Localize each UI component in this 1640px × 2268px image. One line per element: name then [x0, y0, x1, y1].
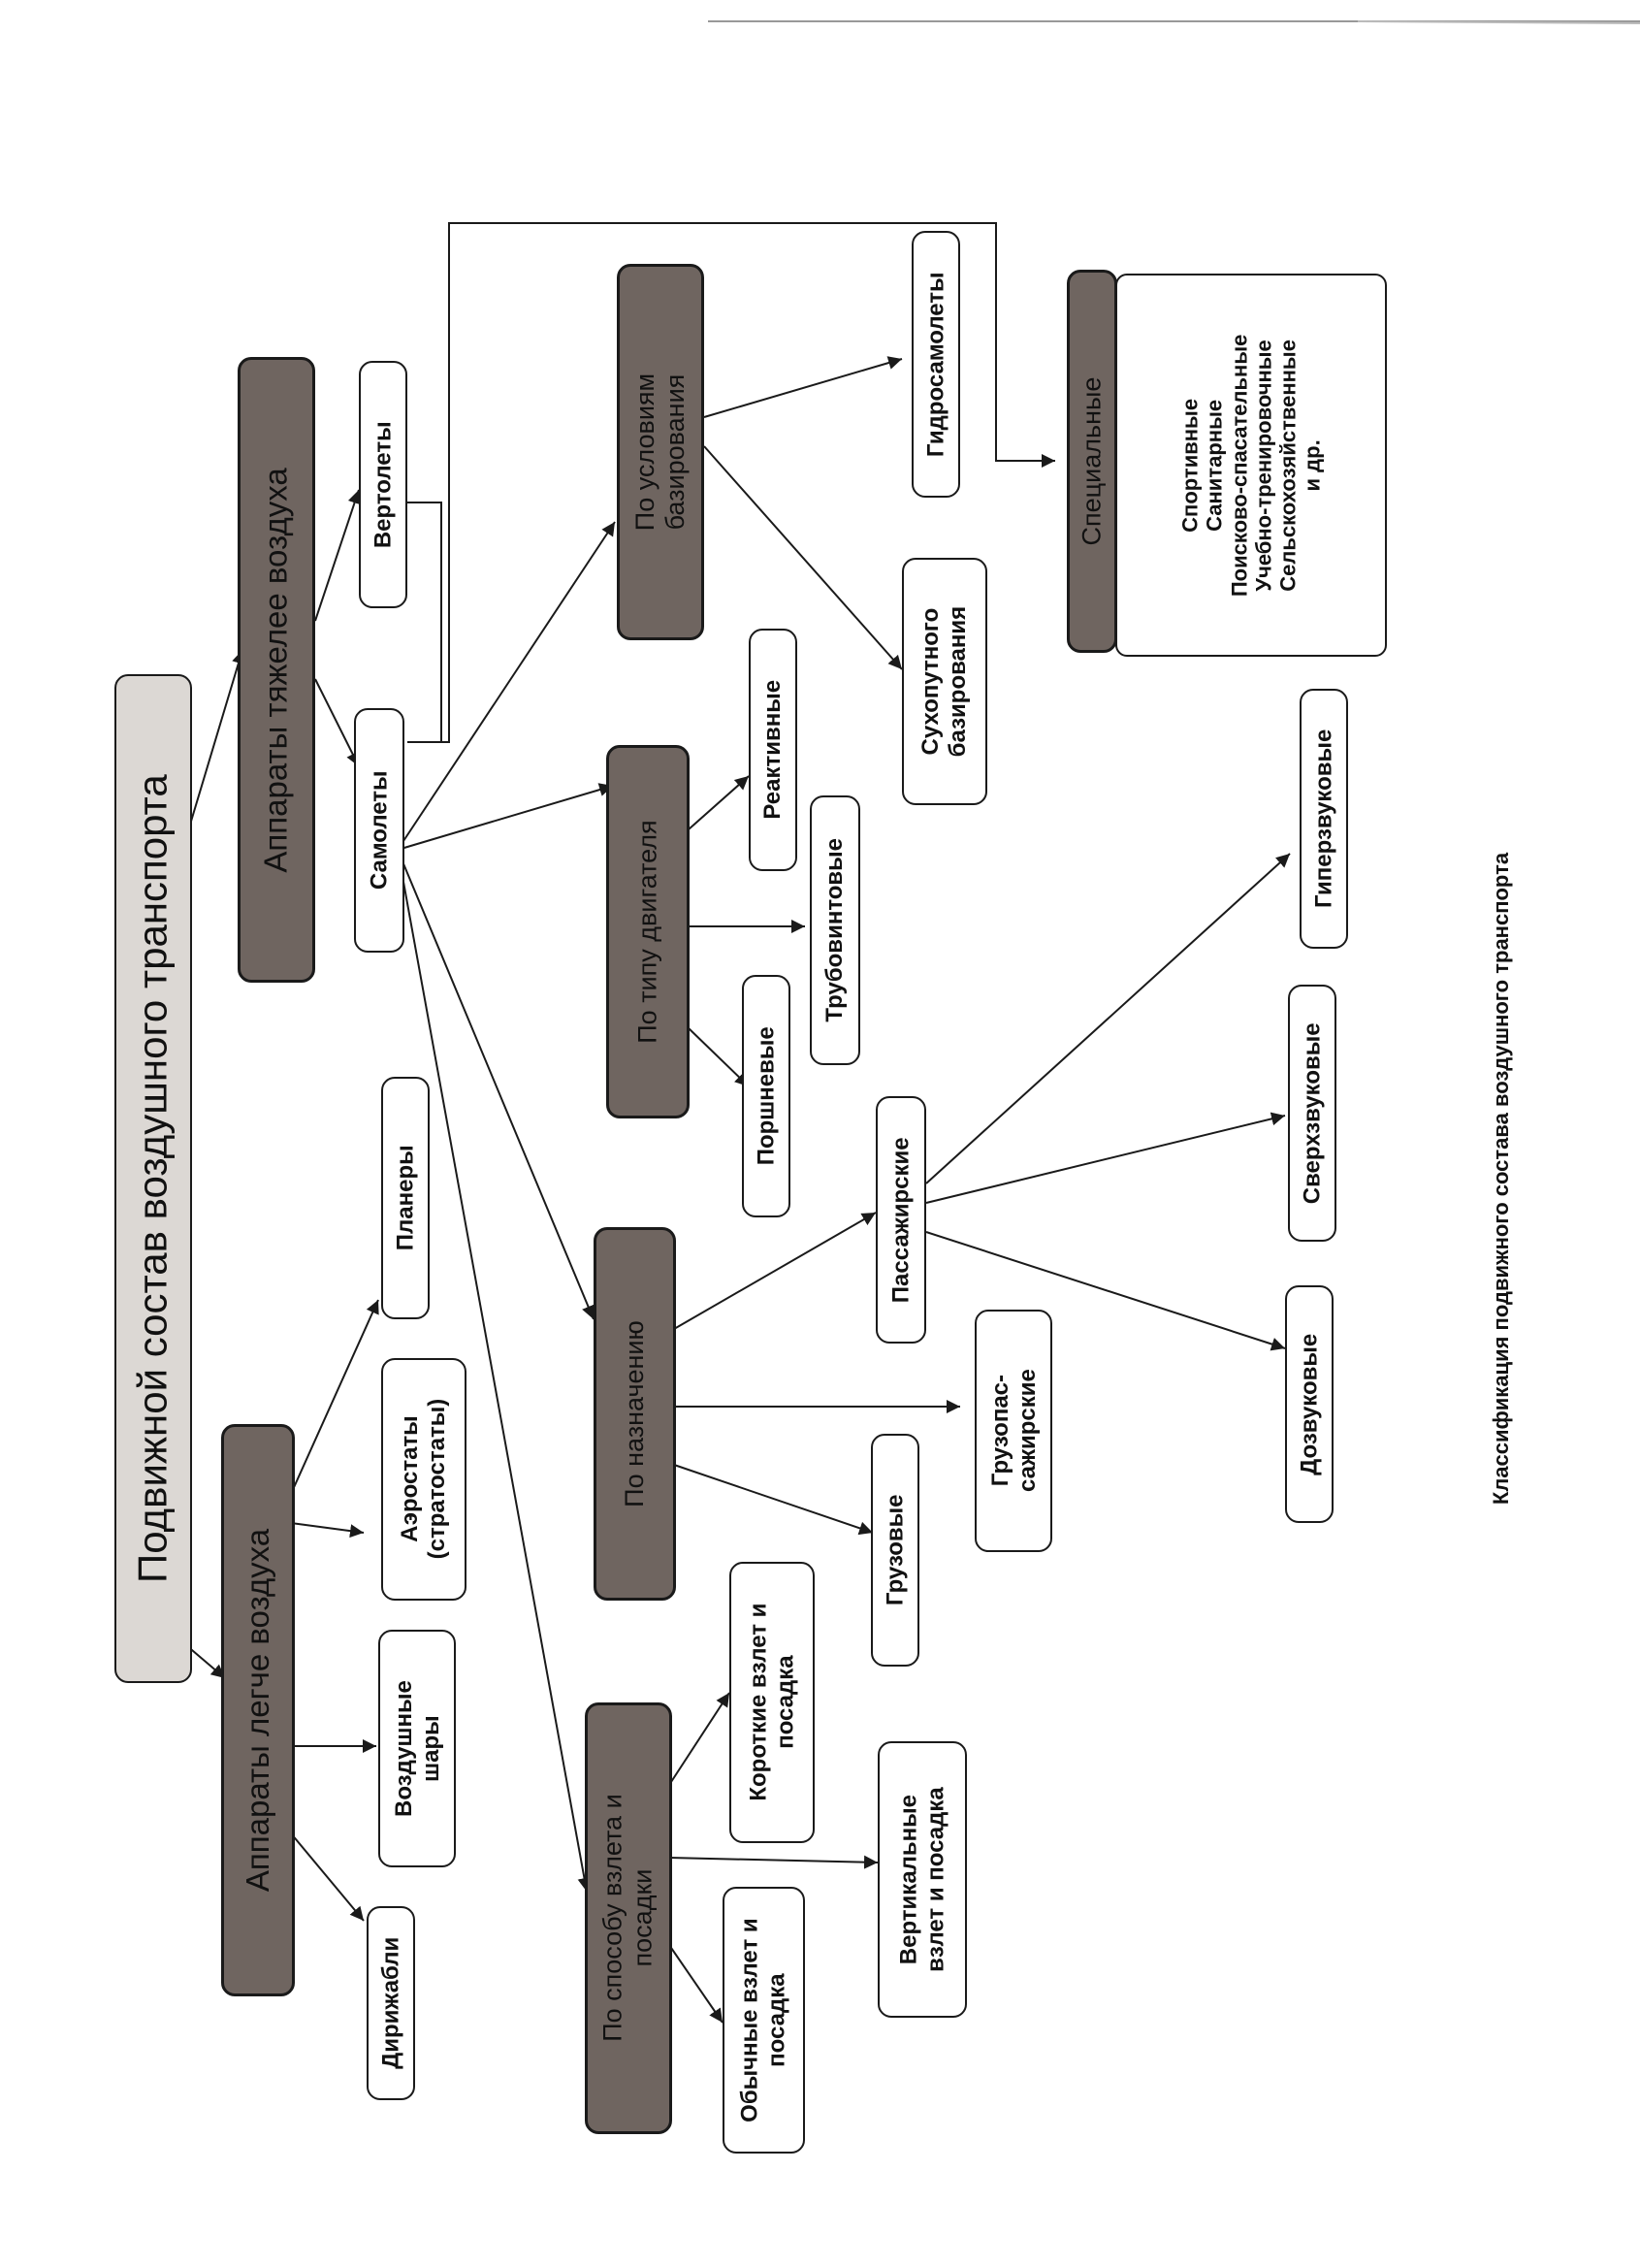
special-list-item: Учебно-тренировочные [1251, 339, 1275, 592]
subsonic-label: Дозвуковые [1296, 1333, 1323, 1475]
diagram-caption-text: Классификация подвижного состава воздушн… [1489, 852, 1514, 1506]
by-purpose-node: По назначению [594, 1227, 676, 1601]
by-purpose-label: По назначению [619, 1320, 649, 1507]
special-list-node: Спортивные Санитарные Поисково-спасатель… [1115, 274, 1387, 657]
special-list-item: Поисково-спасательные [1226, 334, 1251, 597]
diagram-caption: Классификация подвижного состава воздушн… [1486, 757, 1517, 1601]
turboprop-label: Трубовинтовые [821, 838, 849, 1022]
airplanes-label: Самолеты [366, 770, 393, 891]
cargo-passenger-node: Грузопас-сажирские [975, 1310, 1052, 1552]
airships-node: Дирижабли [367, 1906, 415, 2100]
special-node: Специальные [1067, 270, 1117, 653]
root-node: Подвижной состав воздушного транспорта [114, 674, 192, 1683]
seaplanes-label: Гидросамолеты [922, 272, 949, 457]
heavier-than-air-node: Аппараты тяжелее воздуха [238, 357, 315, 983]
hypersonic-label: Гиперзвуковые [1310, 729, 1337, 909]
passenger-node: Пассажирские [876, 1096, 926, 1344]
supersonic-label: Сверхзвуковые [1299, 1022, 1326, 1204]
special-list-item: Сельскохозяйственные [1275, 339, 1301, 592]
by-engine-label: По типу двигателя [632, 820, 662, 1044]
heavier-than-air-label: Аппараты тяжелее воздуха [258, 467, 295, 873]
seaplanes-node: Гидросамолеты [912, 231, 960, 498]
special-list-item: Санитарные [1202, 399, 1227, 532]
cargo-node: Грузовые [871, 1434, 919, 1667]
piston-node: Поршневые [742, 975, 790, 1217]
piston-label: Поршневые [753, 1026, 780, 1166]
supersonic-node: Сверхзвуковые [1288, 985, 1336, 1242]
helicopters-label: Вертолеты [370, 421, 397, 548]
lighter-than-air-node: Аппараты легче воздуха [221, 1424, 295, 1996]
jet-label: Реактивные [759, 680, 787, 820]
lighter-than-air-label: Аппараты легче воздуха [240, 1528, 276, 1893]
special-list-item: и др. [1300, 438, 1325, 492]
subsonic-node: Дозвуковые [1285, 1285, 1334, 1523]
passenger-label: Пассажирские [887, 1137, 915, 1303]
jet-node: Реактивные [749, 629, 797, 871]
aerostats-label: Аэростаты(стратостаты) [397, 1399, 451, 1560]
airships-label: Дирижабли [377, 1936, 404, 2070]
helicopters-node: Вертолеты [359, 361, 407, 608]
by-engine-node: По типу двигателя [606, 745, 690, 1118]
root-node-label: Подвижной состав воздушного транспорта [129, 774, 176, 1583]
airplanes-node: Самолеты [354, 708, 404, 953]
cargo-passenger-label: Грузопас-сажирские [986, 1369, 1041, 1493]
turboprop-node: Трубовинтовые [810, 795, 860, 1065]
hypersonic-node: Гиперзвуковые [1300, 689, 1348, 949]
gliders-label: Планеры [392, 1145, 419, 1251]
cargo-label: Грузовые [882, 1494, 909, 1606]
special-list-label: Спортивные Санитарные Поисково-спасатель… [1177, 334, 1325, 597]
special-label: Специальные [1077, 376, 1107, 546]
gliders-node: Планеры [381, 1077, 430, 1319]
special-list-item: Спортивные [1177, 398, 1203, 533]
aerostats-node: Аэростаты(стратостаты) [381, 1358, 466, 1601]
